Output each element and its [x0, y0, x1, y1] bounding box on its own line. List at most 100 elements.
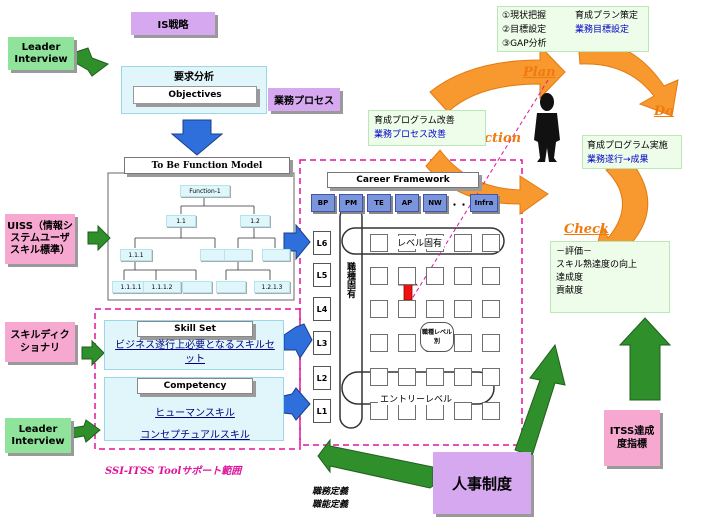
leader-interview-label: Leader Interview [11, 423, 65, 447]
check-label: Check [564, 222, 609, 237]
function-root-node: Function-1 [180, 185, 230, 197]
grid-cell [454, 334, 472, 352]
level-l6: L6 [313, 231, 331, 255]
role-ap: AP [395, 194, 419, 212]
plan-box: ①現状把握 ②目標設定 ③GAP分析 育成プラン策定 業務目標設定 [497, 6, 649, 52]
check-item: 達成度 [556, 273, 584, 283]
career-framework-title: Career Framework [327, 172, 479, 188]
job-specific-label: 職種固有 [344, 262, 357, 298]
entry-level-label: エントリーレベル [378, 392, 455, 405]
level-l4: L4 [313, 297, 331, 321]
business-process-box: 業務プロセス [268, 88, 340, 111]
requirements-analysis-box: 要求分析 Objectives [121, 66, 267, 114]
itss-indicator-box: ITSS達成度指標 [604, 410, 660, 466]
uiss-label: UISS（情報システムユーザスキル標準） [7, 221, 73, 256]
tool-scope-region [94, 308, 301, 450]
grid-cell [454, 300, 472, 318]
human-skill-label: ヒューマンスキル [155, 408, 235, 419]
level-l2: L2 [313, 366, 331, 390]
grid-cell [454, 234, 472, 252]
to-be-model-title: To Be Function Model [124, 157, 290, 174]
grid-cell [482, 334, 500, 352]
tool-scope-caption: SSI-ITSS Toolサポート範囲 [105, 466, 242, 477]
job-definitions: 職務定義 職能定義 [312, 487, 349, 510]
grid-cell [370, 300, 388, 318]
grid-cell [454, 402, 472, 420]
role-bp: BP [311, 194, 335, 212]
function-1-1-1-2-node: 1.1.1.2 [143, 281, 181, 293]
requirements-analysis-label: 要求分析 [174, 72, 214, 83]
grid-cell [482, 300, 500, 318]
check-item: 貢献度 [556, 286, 584, 296]
plan-items: ①現状把握 ②目標設定 ③GAP分析 [502, 11, 547, 49]
check-item: スキル熟達度の向上 [556, 260, 638, 270]
do-box: 育成プログラム実施 業務遂行→成果 [582, 135, 682, 169]
grid-cell [398, 300, 416, 318]
skill-set-description: ビジネス遂行上必要となるスキルセット [115, 340, 275, 365]
grid-cell [370, 368, 388, 386]
skill-dictionary-label: スキルディクショナリ [10, 330, 70, 354]
grid-cell [482, 368, 500, 386]
uiss-box: UISS（情報システムユーザスキル標準） [5, 214, 75, 264]
skill-set-title: Skill Set [137, 321, 253, 337]
conceptual-skill-label: コンセプチュアルスキル [140, 430, 250, 441]
do-label: Do [654, 104, 674, 119]
competency-box: Competency ヒューマンスキル コンセプチュアルスキル [104, 377, 284, 441]
grid-cell [398, 334, 416, 352]
level-l1: L1 [313, 399, 331, 423]
leader-interview-box-top: Leader Interview [8, 37, 74, 70]
grid-cell [426, 368, 444, 386]
role-te: TE [367, 194, 391, 212]
function-1-1-1-node: 1.1.1 [120, 249, 152, 261]
level-specific-label: レベル固有 [395, 236, 445, 249]
function-1-2-node: 1.2 [240, 215, 270, 227]
person-silhouette [534, 93, 560, 162]
hr-system-label: 人事制度 [451, 474, 512, 493]
role-nw: NW [423, 194, 447, 212]
objectives-label: Objectives [168, 90, 222, 100]
hr-system-box: 人事制度 [433, 452, 531, 514]
role-pm: PM [339, 194, 363, 212]
grid-cell [398, 368, 416, 386]
role-infra: Infra [470, 194, 498, 212]
competency-title: Competency [137, 378, 253, 394]
function-tree-node [224, 249, 252, 261]
function-1-1-node: 1.1 [166, 215, 196, 227]
function-1-2-1-3-node: 1.2.1.3 [254, 281, 290, 293]
check-title: －評価－ [556, 247, 593, 257]
leader-interview-label: Leader Interview [14, 41, 68, 65]
business-process-label: 業務プロセス [274, 96, 334, 107]
itss-indicator-label: ITSS達成度指標 [609, 426, 655, 450]
is-strategy-label: IS戦略 [157, 20, 189, 31]
grid-cell [482, 267, 500, 285]
grid-cell [426, 300, 444, 318]
leader-interview-box-bottom: Leader Interview [5, 418, 71, 453]
objectives-box: Objectives [133, 86, 257, 104]
is-strategy-box: IS戦略 [131, 12, 215, 35]
grid-cell [370, 267, 388, 285]
tree-connector-lines [123, 197, 276, 280]
career-framework-region [299, 159, 523, 446]
cross-level-box: 職種レベル別 [420, 322, 454, 352]
green-input-arrows [71, 47, 111, 443]
grid-cell [370, 334, 388, 352]
skill-set-box: Skill Set ビジネス遂行上必要となるスキルセット [104, 320, 284, 370]
function-tree-node [182, 281, 212, 293]
grid-cell [482, 402, 500, 420]
function-tree-node [216, 281, 246, 293]
check-box: －評価－ スキル熟達度の向上 達成度 貢献度 [550, 241, 670, 313]
roles-ellipsis: ・・・ [450, 201, 478, 211]
plan-actions: 育成プラン策定 業務目標設定 [575, 11, 639, 35]
grid-cell [370, 234, 388, 252]
grid-cell [398, 267, 416, 285]
grid-cell [454, 368, 472, 386]
plan-label: Plan [523, 65, 556, 80]
grid-cell [482, 234, 500, 252]
grid-cell [454, 267, 472, 285]
grid-cell [426, 267, 444, 285]
function-tree-node [262, 249, 290, 261]
level-l3: L3 [313, 331, 331, 355]
green-bottom-arrows [317, 317, 672, 489]
level-l5: L5 [313, 263, 331, 287]
action-box: 育成プログラム改善 業務プロセス改善 [368, 110, 486, 146]
